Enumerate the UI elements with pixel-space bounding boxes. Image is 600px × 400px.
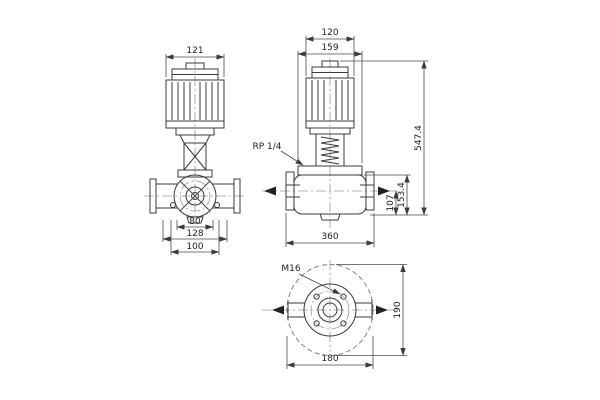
pipe-arrow-right-icon: [376, 305, 388, 315]
front-dim-base-width: 128: [162, 220, 228, 242]
top-flange: [287, 283, 373, 337]
front-motor: [165, 62, 225, 136]
side-centerlines: [262, 58, 400, 228]
side-dim-head-width: 159: [297, 43, 363, 163]
front-dim-base-width-label: 128: [186, 229, 203, 239]
side-dim-port-to-port: 360: [285, 213, 375, 247]
side-dim-axis-height-label: 107: [386, 194, 396, 211]
flow-arrow-right-icon: [378, 186, 390, 196]
front-dim-drain-span: 80: [176, 217, 214, 230]
top-dim-base-depth: 190: [336, 264, 407, 356]
side-dim-port-to-port-label: 360: [321, 232, 338, 242]
front-view: 121 80 128 100: [144, 46, 246, 255]
side-dim-casing-height-label: 153.4: [397, 182, 407, 208]
side-coupling-spring: [315, 134, 345, 166]
top-motor-outline: [286, 264, 374, 356]
front-dim-drain-span-label: 80: [189, 217, 201, 227]
top-view: M16 180 190: [262, 260, 407, 369]
front-dim-motor-width-label: 121: [186, 46, 203, 56]
bolt-thread-label: M16: [281, 264, 300, 274]
side-dim-total-height-label: 547.4: [414, 125, 424, 151]
side-dim-head-width-label: 159: [321, 43, 338, 53]
side-port-thread-callout: RP 1/4: [252, 142, 304, 166]
side-casing: [285, 165, 375, 221]
front-dim-bolt-span-label: 100: [186, 242, 203, 252]
flow-arrow-left-icon: [264, 186, 276, 196]
side-motor: [305, 60, 355, 135]
spring-icon: [320, 136, 340, 165]
side-dim-heights: 107 153.4 547.4: [340, 60, 428, 216]
pipe-arrow-left-icon: [272, 305, 284, 315]
side-view: RP 1/4 120 159 360: [252, 28, 428, 247]
side-dim-motor-depth-label: 120: [321, 28, 338, 38]
front-dim-bolt-span: 100: [170, 220, 220, 255]
top-dim-base-depth-label: 190: [393, 301, 403, 318]
front-coupling: [177, 134, 213, 178]
top-bolt-callout: M16: [281, 264, 341, 295]
port-thread-label: RP 1/4: [252, 142, 281, 152]
top-dim-base-width: 180: [286, 336, 374, 369]
front-casing: [149, 174, 241, 224]
front-centerlines: [144, 58, 246, 218]
top-dim-base-width-label: 180: [321, 354, 338, 364]
top-centerlines: [262, 260, 396, 352]
front-dim-motor-width: 121: [165, 46, 225, 77]
